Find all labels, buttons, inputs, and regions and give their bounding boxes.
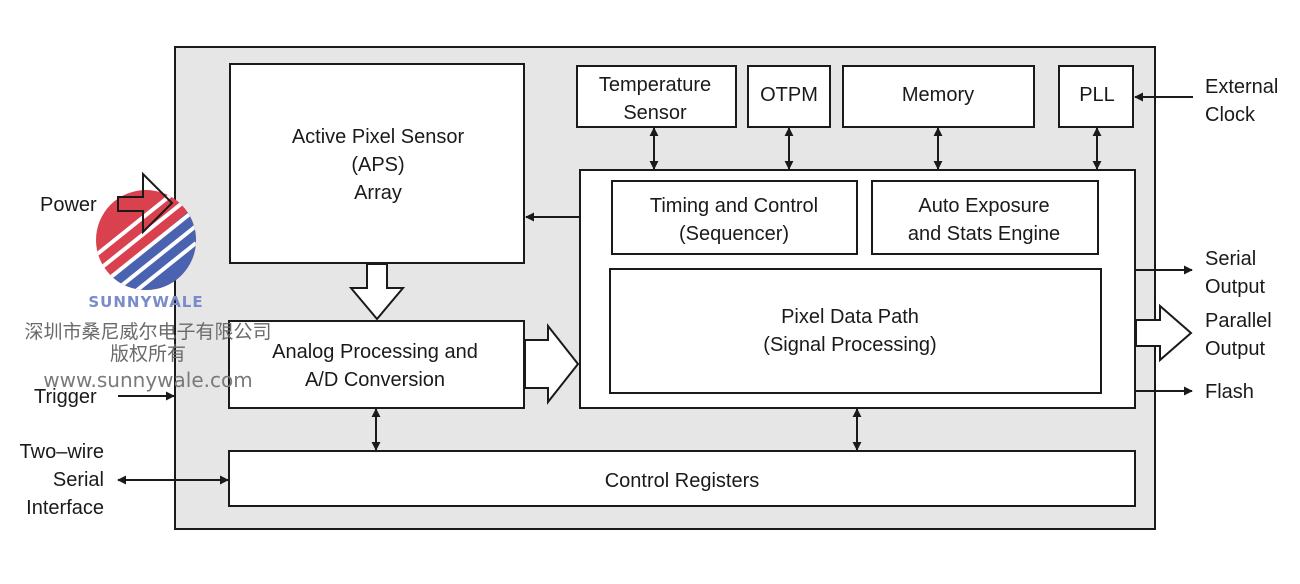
parallel-output-label-line-1: Parallel	[1205, 310, 1272, 332]
analog-processing-block	[228, 320, 525, 409]
analog-label-line-1: Analog Processing and	[272, 341, 478, 363]
analog-label-line-2: A/D Conversion	[305, 369, 445, 391]
external-clock-label-line-2: Clock	[1205, 104, 1256, 126]
control-registers-block	[228, 450, 1136, 507]
parallel-output-block-arrow	[1135, 303, 1193, 363]
temperature-label-line-1: Temperature	[599, 74, 711, 96]
two-wire-label-line-1: Two–wire	[20, 441, 104, 463]
pll-label-line-1: PLL	[1079, 84, 1115, 106]
auto-exposure-label-line-1: Auto Exposure	[918, 195, 1049, 217]
pixel-data-path-label-line-1: Pixel Data Path	[781, 306, 919, 328]
watermark-brand: SUNNYWALE	[88, 293, 203, 311]
watermark-url: www.sunnywale.com	[43, 368, 252, 392]
two-wire-label-line-2: Serial	[53, 469, 104, 491]
power-block-arrow	[117, 171, 174, 235]
memory-block	[842, 65, 1035, 128]
otpm-label-line-1: OTPM	[760, 84, 818, 106]
auto-exposure-label-line-2: and Stats Engine	[908, 223, 1060, 245]
otpm-block	[747, 65, 831, 128]
external-clock-label-line-1: External	[1205, 76, 1278, 98]
flash-label-line-1: Flash	[1205, 381, 1254, 403]
serial-output-label-line-1: Serial	[1205, 248, 1256, 270]
temperature-sensor-block	[576, 65, 737, 128]
two-wire-label-line-3: Interface	[26, 497, 104, 519]
auto-exposure-block	[871, 180, 1099, 255]
analog-to-core-block-arrow	[524, 323, 580, 405]
timing-label-line-1: Timing and Control	[650, 195, 818, 217]
control-registers-label-line-1: Control Registers	[605, 470, 760, 492]
pixel-data-path-label-line-2: (Signal Processing)	[763, 334, 936, 356]
aps-to-analog-block-arrow	[348, 263, 406, 321]
temperature-label-line-2: Sensor	[623, 102, 687, 124]
serial-output-label-line-2: Output	[1205, 276, 1265, 298]
trigger-label-line-1: Trigger	[34, 386, 97, 408]
watermark-rights: 版权所有	[110, 343, 186, 365]
timing-control-block	[611, 180, 858, 255]
memory-label-line-1: Memory	[902, 84, 974, 106]
aps-array-block	[229, 63, 525, 264]
power-label-line-1: Power	[40, 194, 97, 216]
aps-label-line-1: Active Pixel Sensor	[292, 126, 465, 148]
parallel-output-label-line-2: Output	[1205, 338, 1265, 360]
aps-label-line-2: (APS)	[351, 154, 404, 176]
aps-label-line-3: Array	[354, 182, 402, 204]
pixel-data-path-block	[609, 268, 1102, 394]
pll-block	[1058, 65, 1134, 128]
watermark-logo	[96, 190, 196, 290]
watermark-company: 深圳市桑尼威尔电子有限公司	[24, 321, 271, 343]
timing-label-line-2: (Sequencer)	[679, 223, 789, 245]
